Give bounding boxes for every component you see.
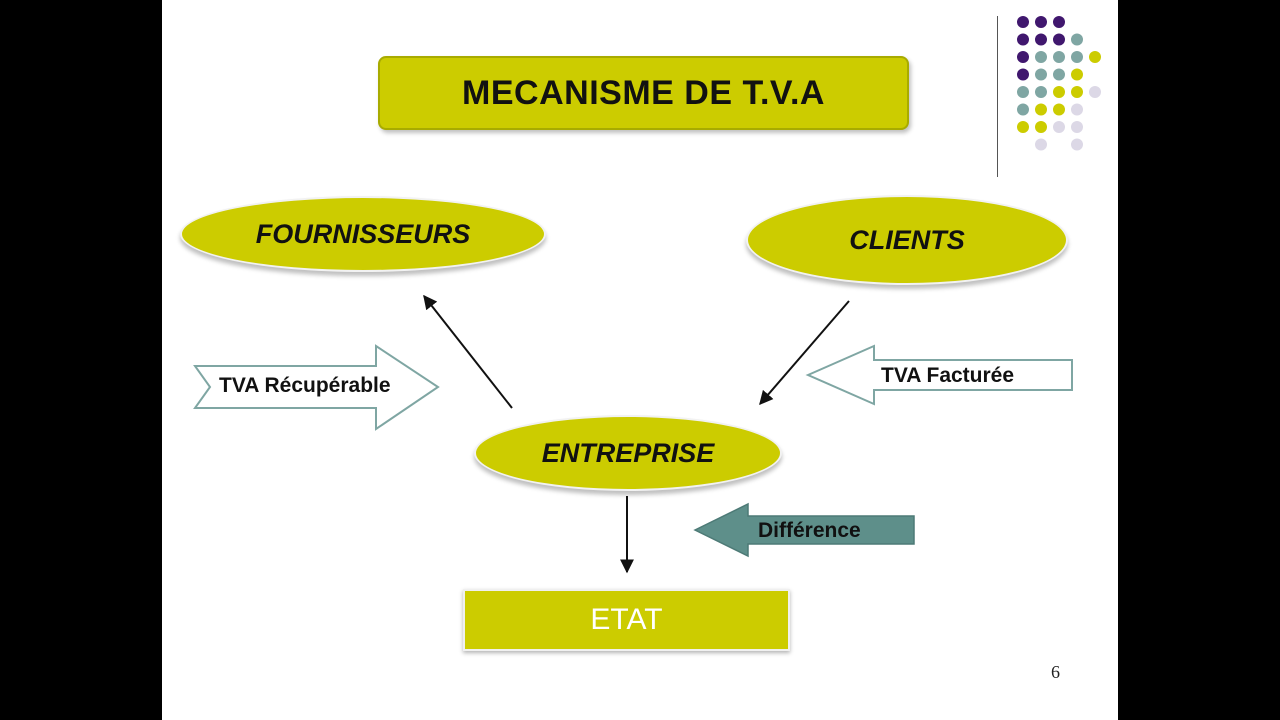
slide: MECANISME DE T.V.A FOURNISSEURS CLIENTS … xyxy=(162,0,1118,720)
node-fournisseurs: FOURNISSEURS xyxy=(180,196,546,272)
node-entreprise-label: ENTREPRISE xyxy=(541,437,715,468)
label-tva-facturee: TVA Facturée xyxy=(881,364,1015,387)
block-arrow-tva-recuperable xyxy=(193,344,440,431)
node-clients: CLIENTS xyxy=(746,195,1068,285)
divider-line xyxy=(997,16,998,177)
arrow-entreprise-to-fournisseurs xyxy=(423,294,513,409)
title-box: MECANISME DE T.V.A xyxy=(378,56,909,130)
label-tva-recuperable: TVA Récupérable xyxy=(219,374,391,397)
node-etat: ETAT xyxy=(463,589,790,651)
node-entreprise: ENTREPRISE xyxy=(474,415,782,491)
block-arrow-difference xyxy=(693,502,915,558)
page-number: 6 xyxy=(1051,662,1060,682)
slide-title: MECANISME DE T.V.A xyxy=(462,73,825,112)
label-difference: Différence xyxy=(758,519,861,542)
node-etat-label: ETAT xyxy=(590,603,663,636)
node-fournisseurs-label: FOURNISSEURS xyxy=(255,218,471,249)
node-clients-label: CLIENTS xyxy=(849,224,965,255)
arrows-layer xyxy=(193,294,1073,574)
arrow-clients-to-entreprise xyxy=(759,300,850,406)
block-arrow-tva-facturee xyxy=(805,344,1073,406)
